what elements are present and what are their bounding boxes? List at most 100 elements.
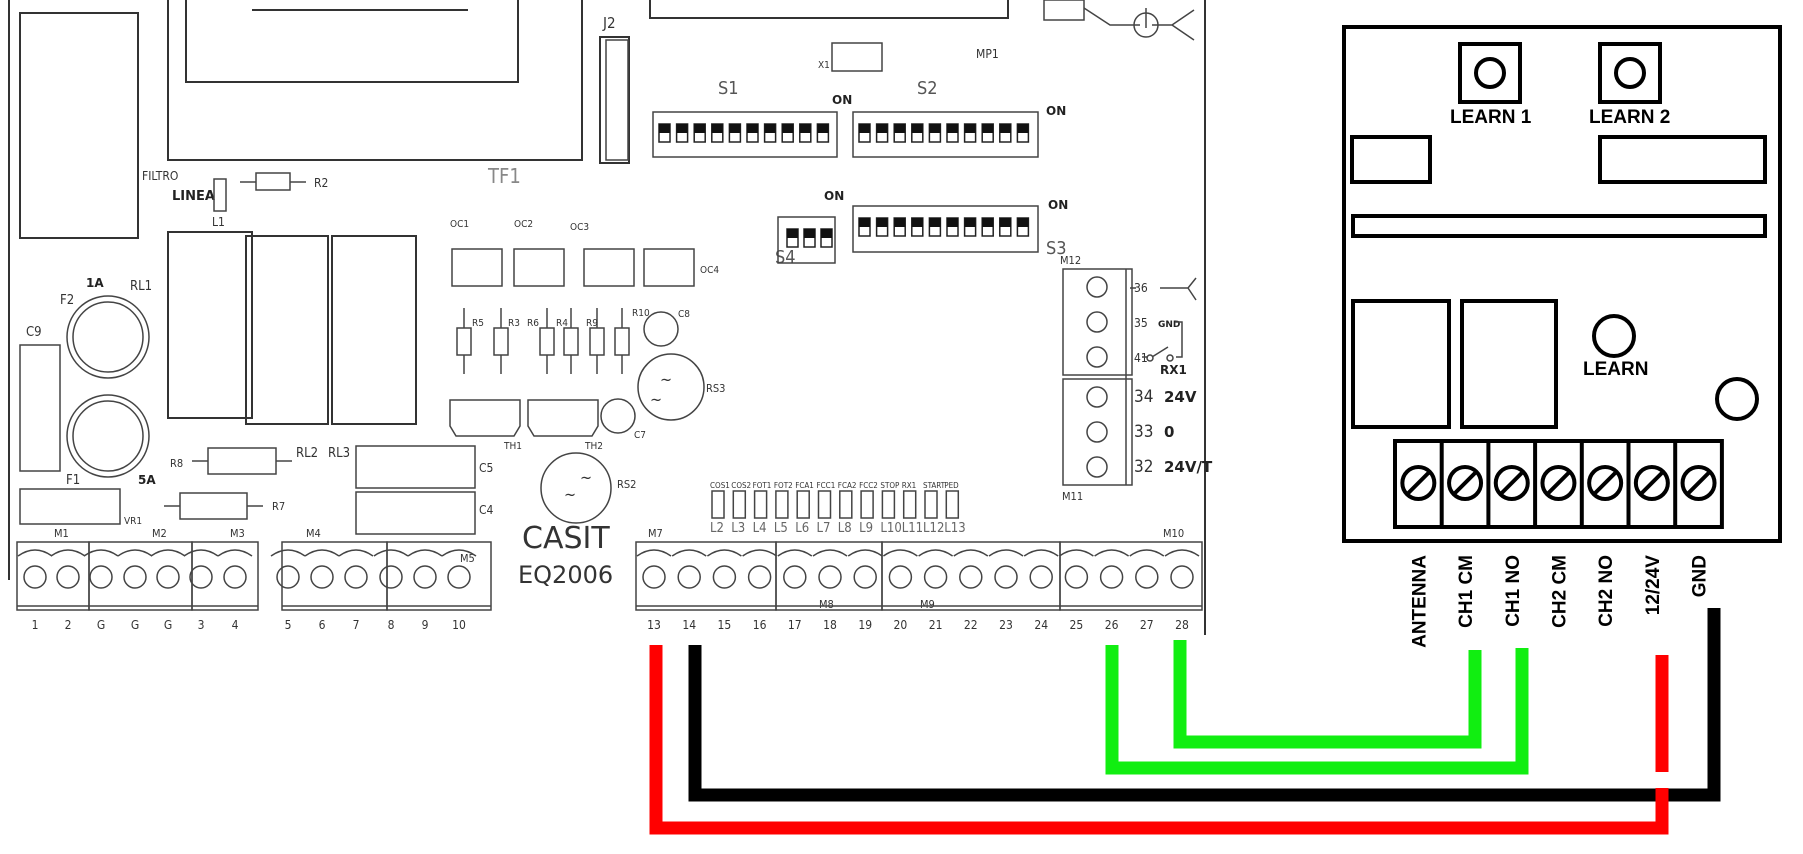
terminal-screw[interactable]	[818, 565, 842, 589]
terminal-screw[interactable]	[123, 565, 147, 589]
terminal-screw[interactable]	[1029, 565, 1053, 589]
terminal-screw[interactable]	[1086, 456, 1108, 478]
terminal-number: 26	[1105, 618, 1119, 632]
terminal-screw[interactable]	[223, 565, 247, 589]
dip-lever-on	[817, 124, 829, 133]
label-m3: M3	[230, 527, 245, 540]
terminal-screw[interactable]	[783, 565, 807, 589]
dip-switch-s1[interactable]	[658, 123, 830, 143]
terminal-number: 14	[682, 618, 696, 632]
led-name: FCC1	[817, 481, 836, 490]
terminal-screw[interactable]	[1086, 346, 1108, 368]
label-m2: M2	[152, 527, 167, 540]
learn1-button[interactable]	[1458, 42, 1522, 104]
terminal-screw[interactable]	[642, 565, 666, 589]
terminal-screw[interactable]	[1086, 276, 1108, 298]
learn2-button[interactable]	[1598, 42, 1662, 104]
receiver-screw[interactable]	[1447, 465, 1484, 501]
led-name: STOP	[880, 481, 900, 490]
receiver-screw[interactable]	[1493, 465, 1530, 501]
terminal-screw[interactable]	[1086, 386, 1108, 408]
terminal-screw[interactable]	[994, 565, 1018, 589]
capacitor-c9	[19, 344, 61, 472]
dip-lever-on	[821, 229, 832, 238]
learn-button[interactable]	[1592, 314, 1636, 358]
led-indicator-row: COS1L2COS2L3FOT1L4FOT2L5FCA1L6FCC1L7FCA2…	[710, 481, 966, 536]
terminal-screw[interactable]	[1086, 311, 1108, 333]
relay-rl3	[331, 235, 417, 425]
terminal-screw[interactable]	[1135, 565, 1159, 589]
receiver-screw[interactable]	[1540, 465, 1577, 501]
terminal-number: 18	[823, 618, 837, 632]
terminal-screw[interactable]	[276, 565, 300, 589]
terminal-screw[interactable]	[379, 565, 403, 589]
led-id: L3	[731, 521, 745, 536]
label-m11: M11	[1062, 490, 1083, 503]
transformer-tf1	[167, 0, 583, 161]
resistor-r7	[179, 492, 248, 520]
terminal-screw[interactable]	[56, 565, 80, 589]
dip-switch-s3[interactable]	[858, 217, 1030, 237]
side-terminal-number: 36	[1134, 281, 1148, 295]
terminal-screw[interactable]	[923, 565, 948, 589]
terminal-number: 3	[198, 618, 205, 632]
label-r6: R6	[527, 318, 539, 329]
relay-rl2	[245, 235, 329, 425]
capacitor-c7	[600, 398, 636, 434]
label-r9: R9	[586, 318, 598, 329]
terminal-screw[interactable]	[1064, 565, 1089, 589]
dip-lever-on	[764, 124, 776, 133]
dip-lever-on	[876, 124, 888, 133]
optocoupler-oc4	[643, 248, 695, 287]
terminal-number: 23	[999, 618, 1013, 632]
resistor-r8	[207, 447, 277, 475]
dip-lever-on	[799, 124, 811, 133]
led-l9	[860, 490, 874, 519]
led-l3	[732, 490, 747, 519]
terminal-number: 24	[1034, 618, 1048, 632]
dip-lever-on	[659, 124, 670, 133]
terminal-screw[interactable]	[853, 565, 877, 589]
receiver-screw[interactable]	[1680, 465, 1717, 501]
terminal-screw[interactable]	[1170, 565, 1194, 589]
terminal-screw[interactable]	[413, 565, 437, 589]
terminal-screw[interactable]	[89, 565, 113, 589]
terminal-number: 16	[753, 618, 767, 632]
terminal-number: 9	[422, 618, 429, 632]
dip-lever-on	[894, 218, 906, 227]
terminal-screw[interactable]	[23, 565, 47, 589]
terminal-screw[interactable]	[712, 565, 737, 589]
receiver-screw[interactable]	[1633, 465, 1670, 501]
terminal-screw[interactable]	[747, 565, 772, 589]
label-rs2: RS2	[617, 478, 636, 491]
terminal-screw[interactable]	[888, 565, 913, 589]
terminal-screw[interactable]	[677, 565, 701, 589]
terminal-screw[interactable]	[447, 565, 471, 589]
receiver-screw[interactable]	[1587, 465, 1624, 501]
label-s2: S2	[917, 78, 938, 99]
label-m4: M4	[306, 527, 321, 540]
terminal-screw[interactable]	[344, 565, 368, 589]
side-terminal-number: 34	[1134, 387, 1153, 407]
terminal-screw[interactable]	[189, 565, 213, 589]
dip-switch-s2[interactable]	[858, 123, 1030, 143]
led-l13	[945, 490, 960, 519]
terminal-screw[interactable]	[1099, 565, 1124, 589]
terminal-screw[interactable]	[1086, 421, 1108, 443]
terminal-screw[interactable]	[156, 565, 180, 589]
terminal-screw[interactable]	[310, 565, 334, 589]
resistor	[614, 327, 630, 356]
label-linea: LINEA	[172, 189, 215, 204]
filter-block	[19, 12, 139, 239]
led-name: FOT2	[774, 481, 793, 490]
receiver-screw[interactable]	[1400, 465, 1437, 501]
led-l8	[839, 490, 853, 519]
receiver-led	[1715, 377, 1759, 421]
wires	[649, 608, 1721, 835]
terminal-screw[interactable]	[959, 565, 983, 589]
dip-switch-s4[interactable]	[786, 228, 833, 248]
terminal-number: 8	[388, 618, 395, 632]
led-l5	[775, 490, 789, 519]
